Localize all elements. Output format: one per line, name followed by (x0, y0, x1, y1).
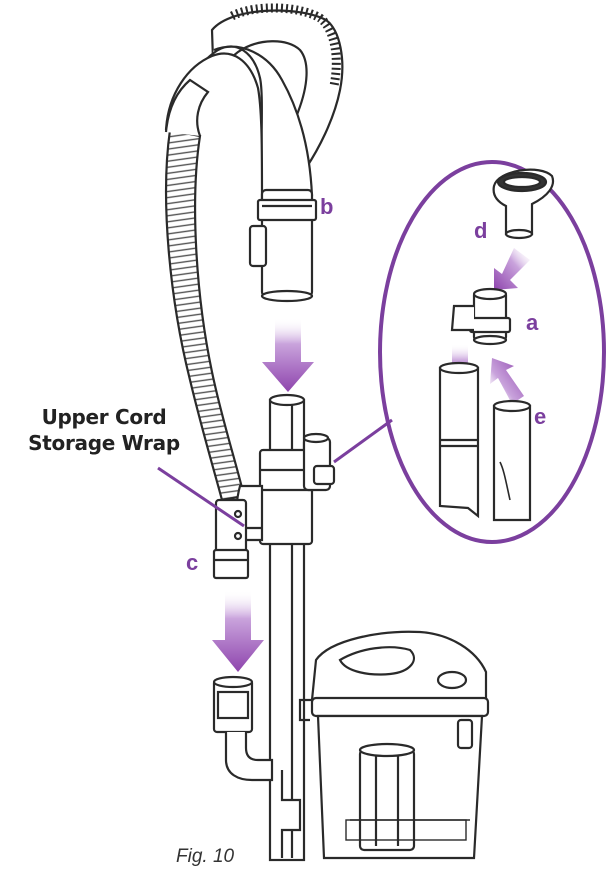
figure-caption: Fig. 10 (176, 846, 234, 868)
crevice-tool-e (494, 401, 530, 520)
hose-end-c (214, 500, 248, 578)
accessory-inset-oval (380, 162, 604, 542)
arrow-down-upper (262, 318, 314, 392)
arrow-down-lower (212, 590, 264, 672)
callout-e: e (534, 406, 546, 428)
upper-cord-storage-wrap-label: Upper Cord Storage Wrap (4, 404, 204, 456)
wand-b (250, 190, 316, 301)
callout-a: a (526, 312, 538, 334)
callout-b: b (320, 196, 333, 218)
callout-d: d (474, 220, 487, 242)
crevice-tool-left (440, 363, 478, 516)
inset-leader-line (334, 420, 392, 462)
dust-canister (300, 632, 488, 858)
callout-c: c (186, 552, 198, 574)
upper-cord-line1: Upper Cord (4, 404, 204, 430)
upper-cord-line2: Storage Wrap (4, 430, 204, 456)
